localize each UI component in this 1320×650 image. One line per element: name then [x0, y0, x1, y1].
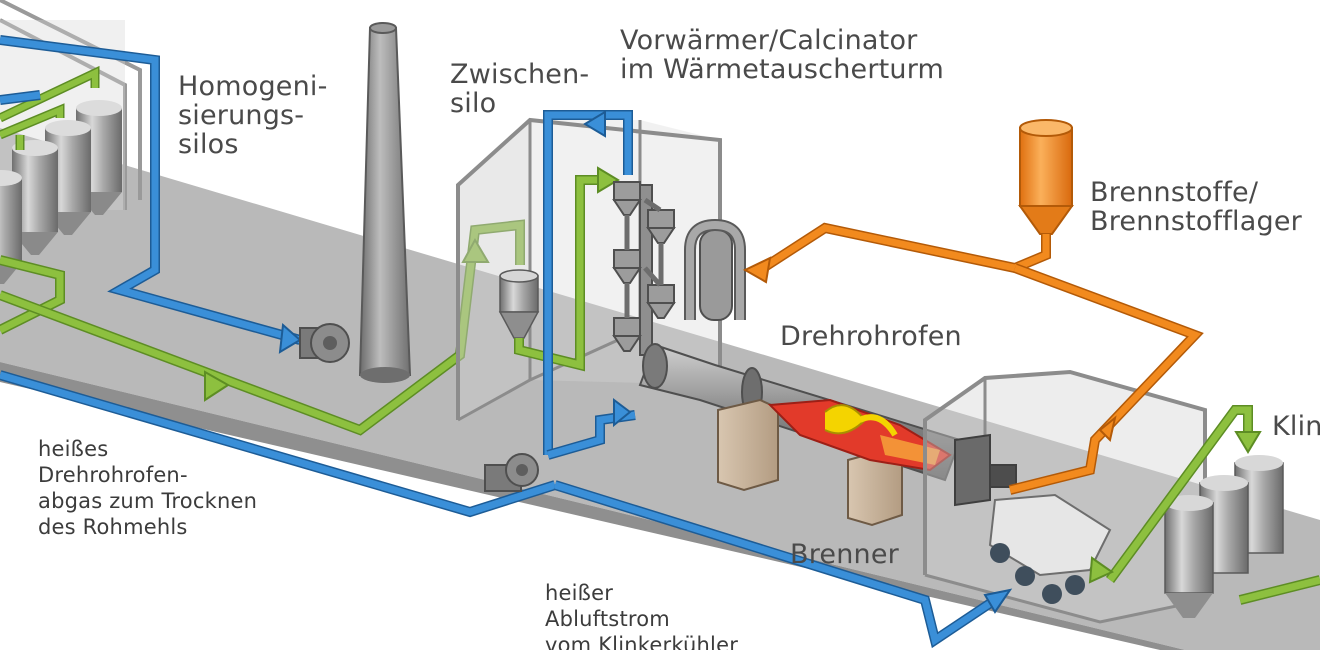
clinker-transport-line	[1105, 405, 1320, 605]
kiln-support-piers	[717, 398, 903, 527]
label-burner: Brenner	[790, 539, 899, 570]
label-rotary-kiln: Drehrohrofen	[780, 321, 962, 352]
raw-meal-arrow	[204, 370, 230, 402]
chimney-stack	[358, 22, 412, 383]
fuel-supply-lines	[757, 222, 1204, 495]
label-cooler-exhaust-air: heißer Abluftstrom vom Klinkerkühler	[545, 581, 739, 650]
label-clinker: Klin	[1272, 411, 1320, 442]
kiln-exhaust-line-left	[0, 35, 302, 345]
label-fuel-storage: Brennstoffe/ Brennstofflager	[1090, 177, 1302, 237]
label-kiln-exhaust-gas: heißes Drehrohrofen- abgas zum Trocknen …	[38, 437, 258, 539]
fuel-storage-tank	[1018, 119, 1074, 235]
cyclone-preheater	[612, 181, 746, 356]
cooler-air-line	[553, 480, 998, 649]
clinker-silos	[1164, 455, 1284, 618]
intermediate-silo	[498, 269, 540, 339]
label-homogenisation-silos: Homogeni- sierungs- silos	[178, 71, 328, 160]
raw-meal-arrow-up	[461, 237, 490, 263]
burner-flame	[767, 398, 952, 472]
burner-hood	[954, 433, 1017, 507]
meal-to-preheater-arrow	[597, 166, 620, 194]
process-fan	[484, 453, 539, 492]
gas-arrow-to-fan	[278, 322, 302, 354]
exhaust-arrow-up	[583, 110, 606, 138]
fuel-arrow-burner	[1098, 415, 1117, 442]
label-intermediate-silo: Zwischen- silo	[450, 59, 590, 119]
cooler-exhaust-line	[0, 370, 557, 518]
exhaust-fan	[299, 323, 350, 363]
label-preheater-calcinator: Vorwärmer/Calcinator im Wärmetauschertur…	[620, 25, 945, 85]
clinker-cooler	[988, 493, 1112, 604]
fuel-arrow-calcinator	[742, 256, 772, 284]
raw-meal-line	[0, 219, 525, 436]
